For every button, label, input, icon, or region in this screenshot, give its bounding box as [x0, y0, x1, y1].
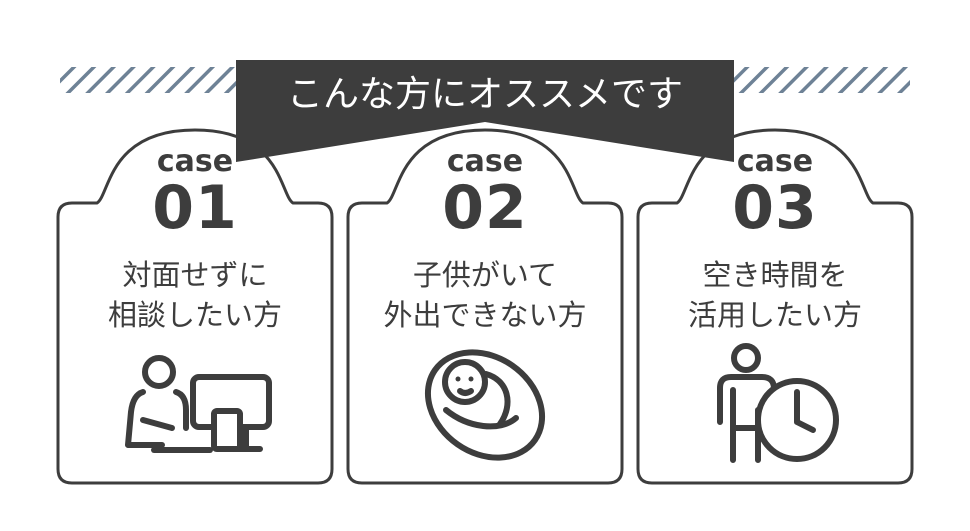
case-number-02: 02	[442, 173, 528, 243]
case-label-01: case	[156, 144, 234, 179]
case-description-line: 相談したい方	[107, 298, 282, 332]
case-label-02: case	[446, 144, 524, 179]
case-description-line: 空き時間を	[702, 258, 848, 292]
hatch-stripe-left	[60, 67, 236, 93]
banner-shape	[236, 60, 734, 162]
person-at-computer-icon	[125, 355, 272, 453]
hatch-stripe-right	[734, 67, 910, 93]
case-description-line: 活用したい方	[687, 298, 862, 332]
case-description-line: 外出できない方	[383, 298, 587, 332]
case-label-03: case	[736, 144, 814, 179]
swaddled-baby-icon	[424, 349, 546, 461]
case-description-line: 子供がいて	[412, 258, 558, 292]
case-number-03: 03	[732, 173, 818, 243]
case-description-01: 対面せずに 相談したい方	[70, 255, 320, 335]
case-card-01	[56, 128, 334, 485]
person-with-clock-icon	[717, 343, 839, 463]
case-description-03: 空き時間を 活用したい方	[650, 255, 900, 335]
case-number-01: 01	[152, 173, 238, 243]
banner-title: こんな方にオススメです	[286, 74, 683, 115]
case-card-03	[636, 128, 914, 485]
case-description-line: 対面せずに	[122, 258, 268, 292]
case-description-02: 子供がいて 外出できない方	[360, 255, 610, 335]
case-card-02	[346, 128, 624, 485]
